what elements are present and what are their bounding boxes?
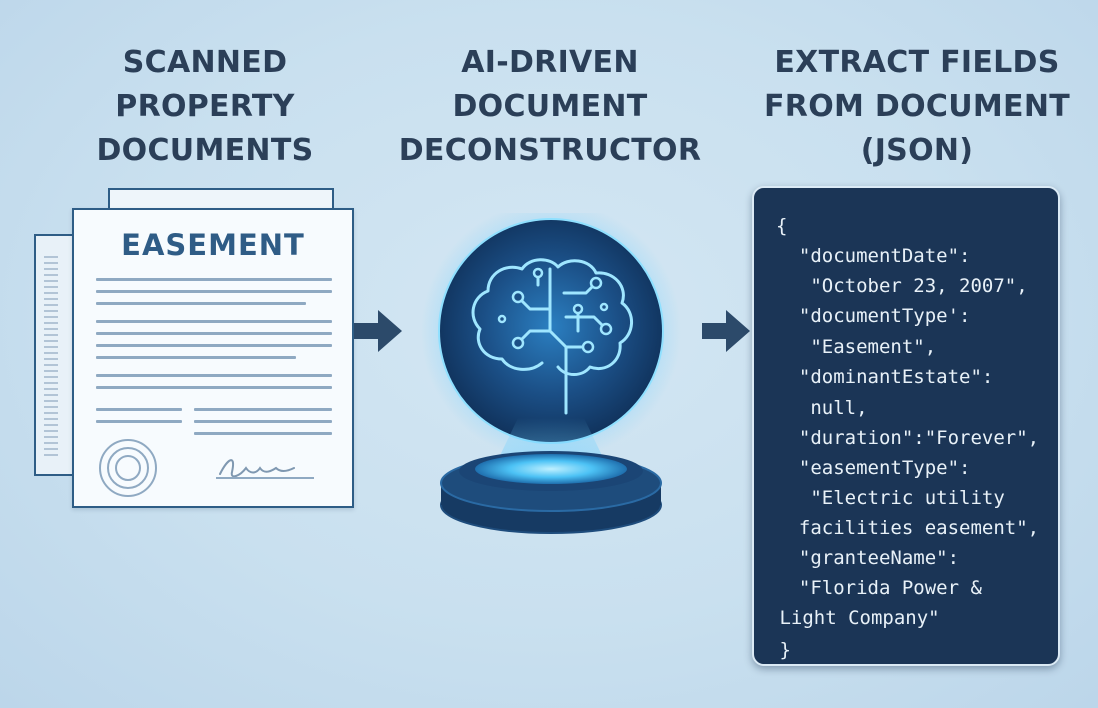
json-output-panel: { "documentDate": "October 23, 2007", "d… xyxy=(752,186,1060,666)
text-line xyxy=(194,420,332,423)
text-line xyxy=(96,408,182,411)
text-line xyxy=(96,344,332,347)
arrow-right-icon xyxy=(354,310,402,352)
text-line xyxy=(96,278,332,281)
document-heading: EASEMENT xyxy=(121,228,305,262)
title-line: AI-DRIVEN xyxy=(461,45,639,80)
text-line xyxy=(96,420,182,423)
json-line: "October 23, 2007", xyxy=(776,275,1028,297)
signature-icon xyxy=(216,459,314,479)
title-line: DOCUMENTS xyxy=(96,133,314,168)
pedestal-icon xyxy=(440,451,662,534)
title-extract-fields: EXTRACT FIELDS FROM DOCUMENT (JSON) xyxy=(752,41,1082,173)
title-line: PROPERTY xyxy=(115,89,295,124)
page-edge-lines xyxy=(44,256,58,456)
title-line: DECONSTRUCTOR xyxy=(398,133,702,168)
title-scanned-documents: SCANNED PROPERTY DOCUMENTS xyxy=(50,41,360,173)
text-line xyxy=(96,356,296,359)
text-line xyxy=(96,332,332,335)
seal-icon xyxy=(99,439,157,497)
json-line: "documentType': xyxy=(776,305,971,327)
json-line: null, xyxy=(776,397,868,419)
text-line xyxy=(96,290,332,293)
text-line xyxy=(96,320,332,323)
json-line: "granteeName": xyxy=(776,547,960,569)
title-ai-deconstructor: AI-DRIVEN DOCUMENT DECONSTRUCTOR xyxy=(385,41,715,173)
json-line: "Easement", xyxy=(776,336,937,358)
title-line: (JSON) xyxy=(860,133,974,168)
ai-brain-orb xyxy=(418,201,688,543)
json-line: Light Company" xyxy=(768,607,940,629)
json-line: facilities easement", xyxy=(776,517,1040,539)
json-line: { xyxy=(776,215,788,237)
title-line: FROM DOCUMENT xyxy=(764,89,1070,124)
json-line: "Florida Power & xyxy=(776,577,982,599)
json-line: "duration":"Forever", xyxy=(776,427,1040,449)
text-line xyxy=(96,386,332,389)
text-line xyxy=(194,432,332,435)
text-line xyxy=(194,408,332,411)
title-line: SCANNED xyxy=(122,45,288,80)
document-icon: EASEMENT xyxy=(72,208,354,508)
json-line: "documentDate": xyxy=(776,245,971,267)
json-line: "dominantEstate": xyxy=(776,366,994,388)
arrow-right-icon xyxy=(702,310,750,352)
text-line xyxy=(96,374,332,377)
title-line: DOCUMENT xyxy=(452,89,648,124)
json-line: "easementType": xyxy=(776,457,971,479)
text-line xyxy=(96,302,306,305)
json-line: } xyxy=(768,639,791,661)
title-line: EXTRACT FIELDS xyxy=(774,45,1060,80)
json-line: "Electric utility xyxy=(776,487,1005,509)
brain-circuit-icon xyxy=(421,201,681,534)
